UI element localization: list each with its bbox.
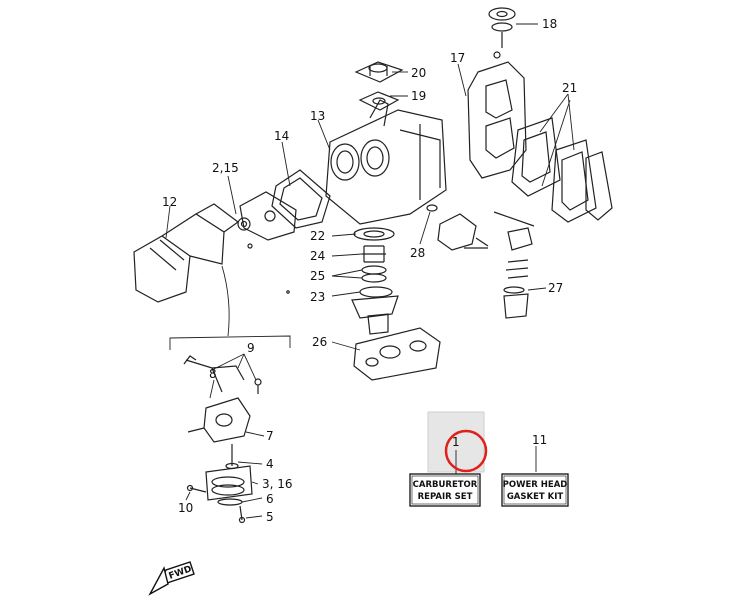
callout-20: 20 <box>411 66 426 80</box>
part-28-housing <box>426 204 489 251</box>
part-22-impeller-housing <box>353 227 395 241</box>
carburetor-kit-label-line2: REPAIR SET <box>418 492 473 502</box>
part-27-plunger <box>493 211 535 319</box>
part-19-gasket <box>358 91 400 111</box>
part-13-cylinder-block <box>325 99 447 225</box>
gasket-kit-label-line2: GASKET KIT <box>507 492 564 502</box>
callout-14: 14 <box>274 129 289 143</box>
callout-25: 25 <box>310 269 325 283</box>
callout-1: 1 <box>452 435 460 449</box>
part-shaft-tube <box>351 295 399 335</box>
part-25-seals <box>361 265 387 283</box>
callout-17: 17 <box>450 51 465 65</box>
callout-13: 13 <box>310 109 325 123</box>
callout-23: 23 <box>310 290 325 304</box>
part-5-screw <box>238 505 246 524</box>
carburetor-kit-label-line1: CARBURETOR <box>413 480 478 490</box>
bolt-mark <box>286 290 290 294</box>
callout-12: 12 <box>162 195 177 209</box>
callout-26: 26 <box>312 335 327 349</box>
part-8-screw <box>254 378 262 394</box>
part-10-drain-screw <box>186 484 207 493</box>
callout-19: 19 <box>411 89 426 103</box>
callout-4: 4 <box>266 457 274 471</box>
callout-22: 22 <box>310 229 325 243</box>
leader-lines <box>165 23 575 519</box>
callout-3-16: 3, 16 <box>262 477 293 491</box>
callout-21: 21 <box>562 81 577 95</box>
callout-10: 10 <box>178 501 193 515</box>
part-21-gaskets <box>511 117 613 223</box>
part-23-o-ring <box>359 286 393 298</box>
part-20-thermostat-cover <box>354 61 404 83</box>
part-24-spring <box>362 245 386 263</box>
part-7-carburetor-body <box>187 397 251 443</box>
callout-5: 5 <box>266 510 274 524</box>
forward-direction-arrow: FWD <box>148 561 195 596</box>
callout-9: 9 <box>247 341 255 355</box>
callout-6: 6 <box>266 492 274 506</box>
part-12-reed-valve <box>133 203 240 303</box>
callout-24: 24 <box>310 249 325 263</box>
part-2-intake-manifold <box>237 191 297 241</box>
callout-7: 7 <box>266 429 274 443</box>
callout-8: 8 <box>209 367 217 381</box>
bolt-mark <box>247 243 253 249</box>
part-17-exhaust-cover <box>467 51 527 179</box>
part-6-gasket <box>217 498 243 506</box>
callout-27: 27 <box>548 281 563 295</box>
part-18-cover-cap <box>488 7 516 48</box>
part-26-base-gasket <box>353 327 441 381</box>
part-9-linkage <box>183 355 245 393</box>
carburetor-repair-set-box: CARBURETOR REPAIR SET <box>409 473 481 507</box>
callout-28: 28 <box>410 246 425 260</box>
highlight-circle <box>444 429 488 473</box>
power-head-gasket-kit-box: POWER HEAD GASKET KIT <box>501 473 569 507</box>
part-14-gasket <box>271 169 331 229</box>
part-4-jet <box>225 444 239 470</box>
callout-2-15: 2,15 <box>212 161 239 175</box>
callout-11: 11 <box>532 433 547 447</box>
part-3-float-bowl <box>205 465 253 501</box>
gasket-kit-label-line1: POWER HEAD <box>503 480 568 490</box>
callout-18: 18 <box>542 17 557 31</box>
